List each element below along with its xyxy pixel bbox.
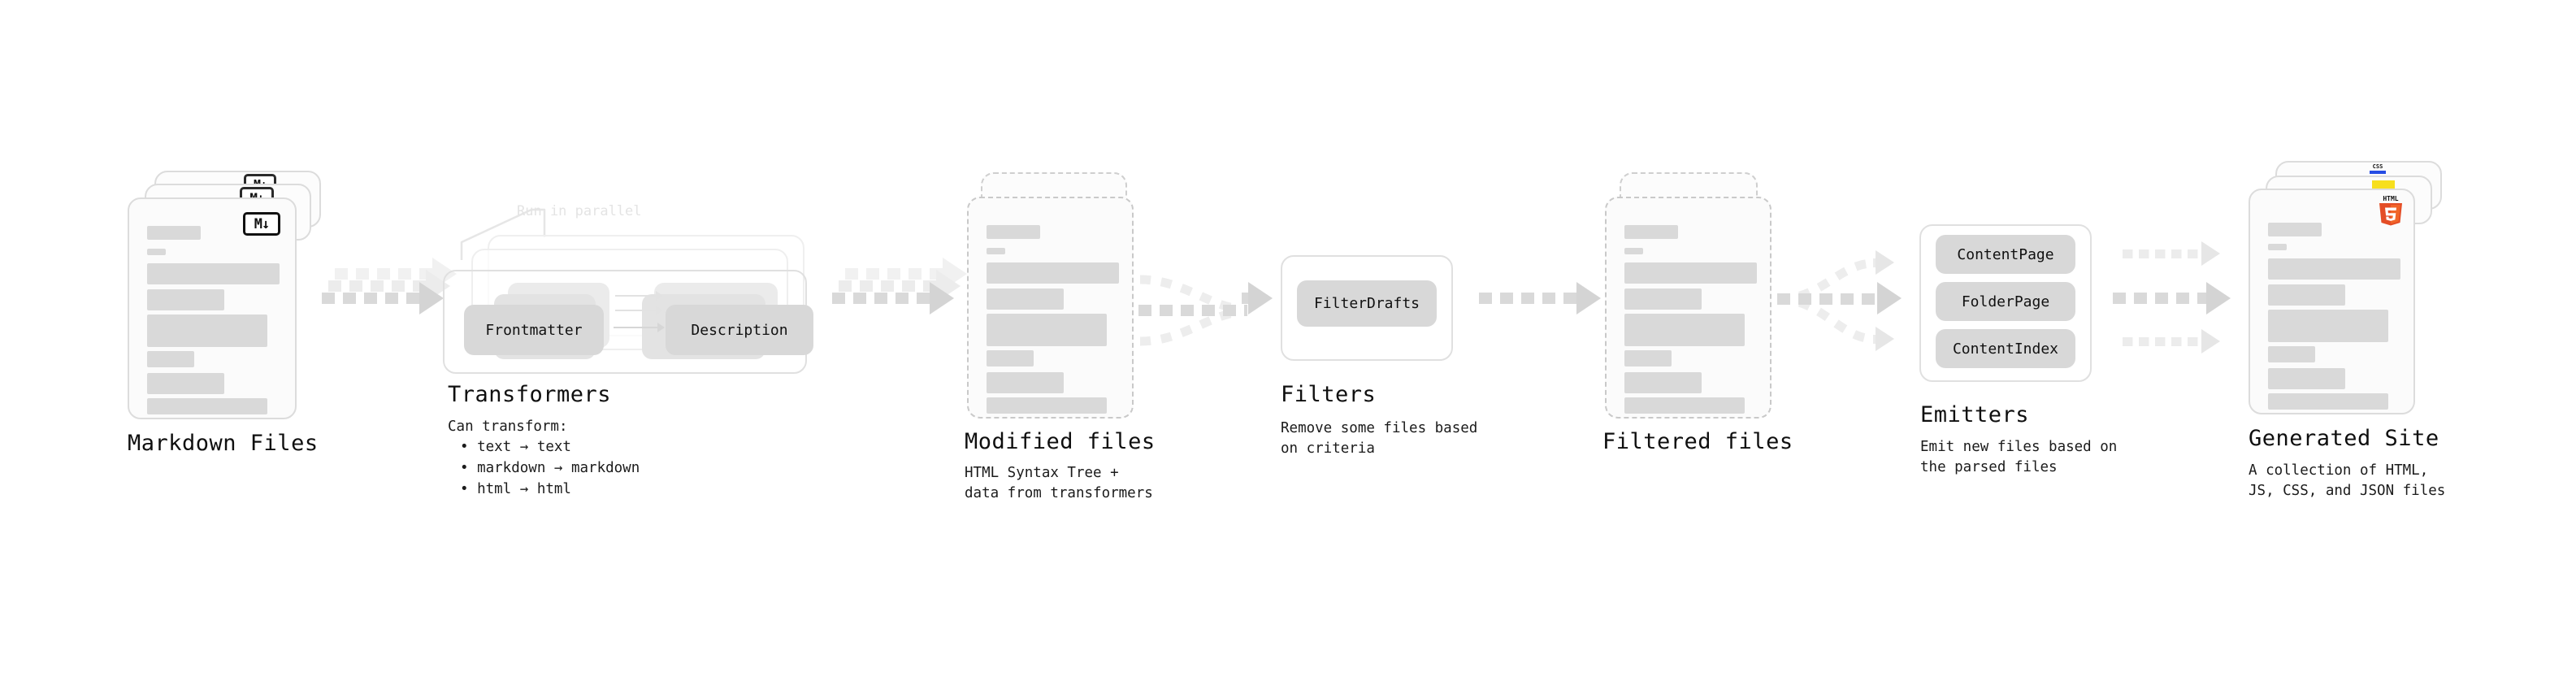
stage-subtitle-filters: Remove some files based on criteria bbox=[1281, 420, 1478, 457]
content-bar bbox=[1624, 372, 1702, 393]
content-bar bbox=[147, 249, 166, 255]
content-bar bbox=[147, 263, 280, 284]
transformer-bullet-3: • html → html bbox=[460, 481, 571, 497]
stage-title-filters: Filters bbox=[1281, 382, 1377, 407]
stage-title-modified: Modified files bbox=[965, 429, 1156, 454]
stage-subtitle-modified: HTML Syntax Tree + data from transformer… bbox=[965, 465, 1153, 501]
transformer-inner-arrow-1 bbox=[615, 291, 663, 301]
transformer-bullet-2: • markdown → markdown bbox=[460, 460, 640, 476]
content-bar bbox=[147, 351, 194, 367]
stage-title-filtered: Filtered files bbox=[1602, 429, 1793, 454]
emitter-chip-contentindex[interactable]: ContentIndex bbox=[1936, 329, 2075, 368]
content-bar bbox=[147, 373, 224, 394]
transformer-inner-arrow-2 bbox=[615, 306, 663, 315]
markdown-file-card: M↓ bbox=[128, 197, 297, 419]
content-bar bbox=[2268, 258, 2400, 280]
emitter-chip-folderpage[interactable]: FolderPage bbox=[1936, 282, 2075, 321]
content-bar bbox=[147, 226, 201, 240]
stage-title-transformers: Transformers bbox=[448, 382, 612, 407]
emitter-chip-contentpage[interactable]: ContentPage bbox=[1936, 235, 2075, 274]
content-bar bbox=[1624, 225, 1678, 239]
content-bar bbox=[2268, 346, 2315, 362]
content-bar bbox=[1624, 262, 1757, 284]
content-bar bbox=[147, 289, 224, 310]
html5-icon: HTML bbox=[2379, 195, 2402, 226]
stage-title-site: Generated Site bbox=[2249, 426, 2439, 451]
content-bar bbox=[987, 314, 1107, 346]
run-in-parallel-bracket bbox=[460, 208, 546, 260]
content-bar bbox=[987, 225, 1040, 239]
run-in-parallel-label: Run in parallel bbox=[517, 203, 642, 219]
content-bar bbox=[1624, 397, 1745, 414]
modified-file-card bbox=[967, 197, 1134, 419]
content-bar bbox=[1624, 350, 1672, 367]
filter-chip-filterdrafts[interactable]: FilterDrafts bbox=[1297, 280, 1437, 327]
content-bar bbox=[147, 398, 267, 414]
content-bar bbox=[2268, 368, 2345, 389]
svg-text:HTML: HTML bbox=[2383, 195, 2398, 202]
transformer-inner-arrow-3 bbox=[614, 323, 665, 332]
content-bar bbox=[147, 314, 267, 347]
css-icon: CSS bbox=[2370, 164, 2386, 174]
content-bar bbox=[2268, 310, 2388, 342]
transformer-chip-description[interactable]: Description bbox=[666, 305, 813, 355]
content-bar bbox=[987, 288, 1064, 310]
transformer-chip-frontmatter[interactable]: Frontmatter bbox=[464, 305, 604, 355]
content-bar bbox=[987, 350, 1034, 367]
stage-subtitle-transformers: Can transform: bbox=[448, 419, 568, 435]
generated-site-card bbox=[2249, 189, 2415, 414]
content-bar bbox=[987, 248, 1005, 254]
markdown-badge: M↓ bbox=[243, 212, 280, 236]
filtered-file-card bbox=[1605, 197, 1772, 419]
content-bar bbox=[1624, 288, 1702, 310]
stage-subtitle-emitters: Emit new files based on the parsed files bbox=[1920, 439, 2118, 475]
content-bar bbox=[2268, 223, 2322, 236]
stage-title-markdown: Markdown Files bbox=[128, 431, 319, 456]
content-bar bbox=[2268, 284, 2345, 306]
content-bar bbox=[987, 397, 1107, 414]
transformer-bullet-1: • text → text bbox=[460, 439, 571, 455]
content-bar bbox=[2268, 244, 2287, 250]
stage-title-emitters: Emitters bbox=[1920, 402, 2030, 427]
content-bar bbox=[1624, 314, 1745, 346]
stage-subtitle-site: A collection of HTML, JS, CSS, and JSON … bbox=[2249, 462, 2446, 499]
content-bar bbox=[1624, 248, 1643, 254]
content-bar bbox=[987, 372, 1064, 393]
content-bar bbox=[2268, 393, 2388, 410]
content-bar bbox=[987, 262, 1119, 284]
